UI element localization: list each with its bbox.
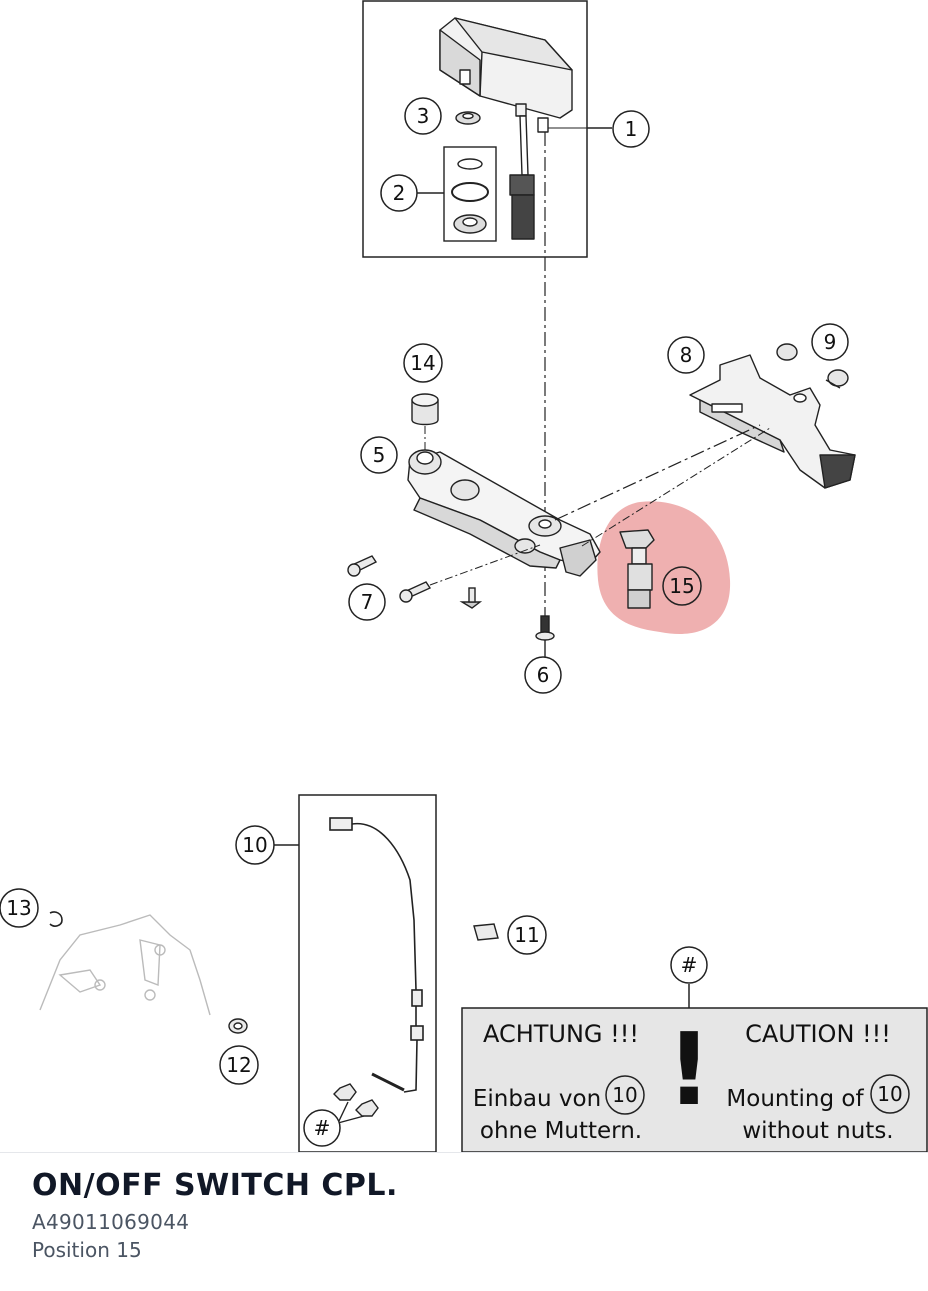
callout-10: 10 — [235, 825, 275, 865]
callout-8: 8 — [667, 336, 705, 374]
svg-text:2: 2 — [393, 181, 406, 205]
bottom-screw-drawing — [535, 615, 555, 641]
svg-text:9: 9 — [824, 330, 837, 354]
position-label: Position 15 — [32, 1238, 142, 1262]
callout-9: 9 — [811, 323, 849, 361]
seal-kit-frame — [443, 146, 497, 242]
caution-ref-en: 10 — [877, 1082, 902, 1106]
callout-6: 6 — [524, 656, 562, 694]
cluster-group-frame — [362, 0, 588, 258]
caution-text-en-1: Mounting of — [726, 1086, 864, 1112]
cable-group-frame — [298, 794, 437, 1152]
caution-ref-de: 10 — [612, 1083, 637, 1107]
grommet-drawing — [455, 111, 481, 125]
svg-text:13: 13 — [6, 896, 31, 920]
plug-drawing — [411, 393, 439, 426]
bushing-drawing — [228, 1018, 248, 1034]
caution-heading-de: ACHTUNG !!! — [483, 1020, 639, 1048]
circlip-drawing — [49, 911, 63, 927]
caution-text-de-1: Einbau von — [473, 1086, 601, 1112]
exploded-parts-diagram: 1 2 3 5 6 7 8 9 10 11 12 13 — [0, 0, 928, 1152]
instrument-cluster-drawing — [439, 17, 573, 240]
svg-text:14: 14 — [410, 351, 435, 375]
damper-drawing — [776, 343, 849, 389]
svg-text:8: 8 — [680, 343, 693, 367]
callout-11: 11 — [507, 915, 547, 955]
on-off-switch-drawing — [619, 529, 655, 609]
part-15-highlight — [597, 501, 731, 635]
caution-box — [461, 1007, 928, 1152]
svg-text:11: 11 — [514, 923, 539, 947]
caution-exclamation-icon: ! — [666, 1011, 712, 1128]
svg-text:6: 6 — [537, 663, 550, 687]
assembly-axis-diagonal — [554, 424, 761, 521]
part-info-panel — [0, 1152, 928, 1291]
svg-text:7: 7 — [361, 590, 374, 614]
switch-housing-drawing — [689, 354, 856, 489]
callout-hash-nuts: # — [303, 1109, 341, 1147]
svg-text:12: 12 — [226, 1053, 251, 1077]
part-number: A49011069044 — [32, 1210, 190, 1234]
callout-14: 14 — [403, 343, 443, 383]
svg-text:3: 3 — [417, 104, 430, 128]
seal-kit-drawing — [451, 158, 489, 234]
caution-notice: # ACHTUNG !!! Einbau von 10 ohne Muttern… — [461, 946, 928, 1152]
caution-text-en-2: without nuts. — [742, 1118, 893, 1144]
svg-text:10: 10 — [242, 833, 267, 857]
callout-12: 12 — [219, 1045, 259, 1085]
callout-2: 2 — [380, 174, 418, 212]
callout-1: 1 — [612, 110, 650, 148]
callout-13: 13 — [0, 888, 39, 928]
brake-disc-outline — [39, 914, 211, 1016]
mounting-bracket-drawing — [407, 449, 601, 577]
caution-heading-en: CAUTION !!! — [745, 1020, 891, 1048]
svg-text:15: 15 — [669, 574, 694, 598]
callout-5: 5 — [360, 436, 398, 474]
callout-15: 15 — [662, 566, 702, 606]
caution-text-de-2: ohne Muttern. — [480, 1118, 642, 1144]
svg-text:#: # — [314, 1116, 331, 1140]
clip-drawing — [473, 923, 499, 941]
caution-marker: # — [681, 953, 698, 977]
screws-drawing — [347, 555, 483, 609]
svg-text:5: 5 — [373, 443, 386, 467]
callout-7: 7 — [348, 583, 386, 621]
cable-drawing — [329, 817, 424, 1093]
callout-3: 3 — [404, 97, 442, 135]
svg-text:1: 1 — [625, 117, 638, 141]
nuts-drawing — [333, 1083, 379, 1117]
part-title: ON/OFF SWITCH CPL. — [32, 1168, 398, 1203]
